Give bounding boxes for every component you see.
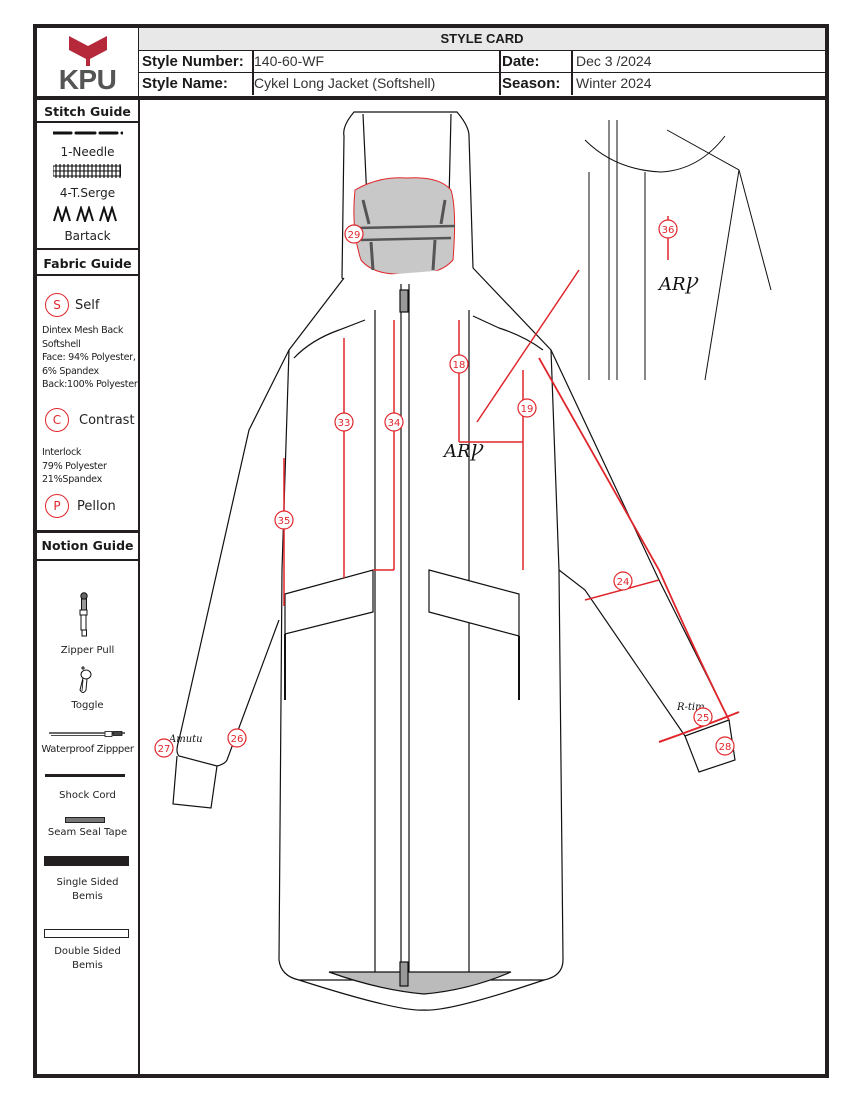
- style-name-label: Style Name:: [142, 75, 228, 92]
- shock-cord-icon: [45, 774, 125, 777]
- single-sided-bemis-icon: [44, 856, 129, 866]
- pellon-fabric-badge: P: [45, 494, 69, 518]
- section-divider: [37, 248, 138, 250]
- jacket-illustration: ARꝨ ARꝨ Amutu R-tim 29 36 18 19 33 34: [154, 111, 772, 1011]
- legend-sidebar: Stitch Guide 1-Needle 4-T.Serge: [37, 100, 140, 1074]
- style-number-label: Style Number:: [142, 53, 244, 70]
- notion-label: Toggle: [71, 700, 104, 711]
- header-divider: [252, 51, 254, 95]
- svg-text:33: 33: [338, 418, 351, 429]
- stitch-label: Bartack: [64, 229, 111, 243]
- contrast-fabric-description: Interlock 79% Polyester 21%Spandex: [42, 447, 107, 485]
- cuff-logo: R-tim: [676, 702, 705, 713]
- dashed-line-icon: [53, 131, 123, 135]
- toggle-icon: [79, 666, 92, 693]
- logo: KPU: [37, 28, 139, 100]
- page-title: STYLE CARD: [139, 28, 825, 51]
- svg-text:24: 24: [617, 577, 630, 588]
- waterproof-zipper-icon: [49, 731, 125, 737]
- serge-stitch-icon: [53, 164, 121, 178]
- notion-label: Double Sided Bemis: [54, 946, 121, 971]
- fabric-guide-title: Fabric Guide: [43, 256, 132, 271]
- section-divider: [37, 121, 138, 123]
- kpu-logo-icon: [69, 36, 107, 66]
- stitch-guide-title: Stitch Guide: [44, 104, 131, 119]
- svg-text:27: 27: [158, 744, 171, 755]
- header-divider: [571, 51, 573, 95]
- double-sided-bemis-icon: [44, 929, 129, 938]
- zipper-pull-icon: [79, 592, 88, 637]
- stitch-label: 1-Needle: [60, 145, 115, 159]
- notion-label: Single Sided Bemis: [56, 877, 119, 902]
- seam-seal-tape-icon: [65, 817, 105, 823]
- inset-detail: [584, 120, 772, 381]
- contrast-fabric-label: Contrast: [79, 413, 135, 428]
- date-value: Dec 3 /2024: [576, 53, 652, 69]
- svg-text:35: 35: [278, 516, 291, 527]
- svg-text:29: 29: [348, 230, 361, 241]
- svg-text:ARꝨ: ARꝨ: [442, 441, 485, 462]
- notion-guide-title: Notion Guide: [41, 538, 134, 553]
- section-divider: [37, 559, 138, 561]
- svg-text:ARꝨ: ARꝨ: [657, 274, 700, 295]
- season-value: Winter 2024: [576, 75, 652, 91]
- style-card-frame: KPU STYLE CARD Style Number: 140-60-WF D…: [33, 24, 829, 1078]
- bartack-icon: [53, 206, 117, 222]
- svg-text:18: 18: [453, 360, 466, 371]
- header-divider: [499, 51, 501, 95]
- cuff-logo: Amutu: [168, 734, 203, 745]
- svg-text:34: 34: [388, 418, 401, 429]
- self-fabric-badge: S: [45, 293, 69, 317]
- svg-text:25: 25: [697, 713, 710, 724]
- header-row-2: Style Name: Cykel Long Jacket (Softshell…: [139, 73, 825, 94]
- pellon-fabric-label: Pellon: [77, 499, 116, 514]
- section-divider: [37, 274, 138, 276]
- contrast-fabric-badge: C: [45, 408, 69, 432]
- header-row-1: Style Number: 140-60-WF Date: Dec 3 /202…: [139, 51, 825, 73]
- callout-badges: 29 36 18 19 33 34 35 24 25 26 27 28: [154, 219, 735, 758]
- svg-text:19: 19: [521, 404, 534, 415]
- svg-text:28: 28: [719, 742, 732, 753]
- notion-label: Seam Seal Tape: [47, 827, 128, 838]
- svg-text:26: 26: [231, 734, 244, 745]
- technical-flat-drawing: ARꝨ ARꝨ Amutu R-tim 29 36 18 19 33 34: [139, 100, 825, 1074]
- season-label: Season:: [502, 75, 561, 92]
- date-label: Date:: [502, 53, 540, 70]
- logo-text: KPU: [58, 64, 117, 95]
- self-fabric-label: Self: [75, 298, 100, 313]
- notion-label: Waterproof Zippper: [41, 744, 134, 755]
- stitch-label: 4-T.Serge: [59, 186, 116, 200]
- style-number-value: 140-60-WF: [254, 53, 325, 69]
- jacket-outline: [172, 111, 736, 1011]
- notion-label: Zipper Pull: [60, 645, 115, 656]
- section-divider: [37, 530, 138, 533]
- header-divider: [37, 96, 825, 100]
- embroidery-logo: ARꝨ ARꝨ: [442, 274, 700, 462]
- self-fabric-description: Dintex Mesh Back Softshell Face: 94% Pol…: [42, 325, 138, 390]
- style-name-value: Cykel Long Jacket (Softshell): [254, 75, 436, 91]
- notion-label: Shock Cord: [59, 790, 116, 801]
- svg-text:36: 36: [662, 225, 675, 236]
